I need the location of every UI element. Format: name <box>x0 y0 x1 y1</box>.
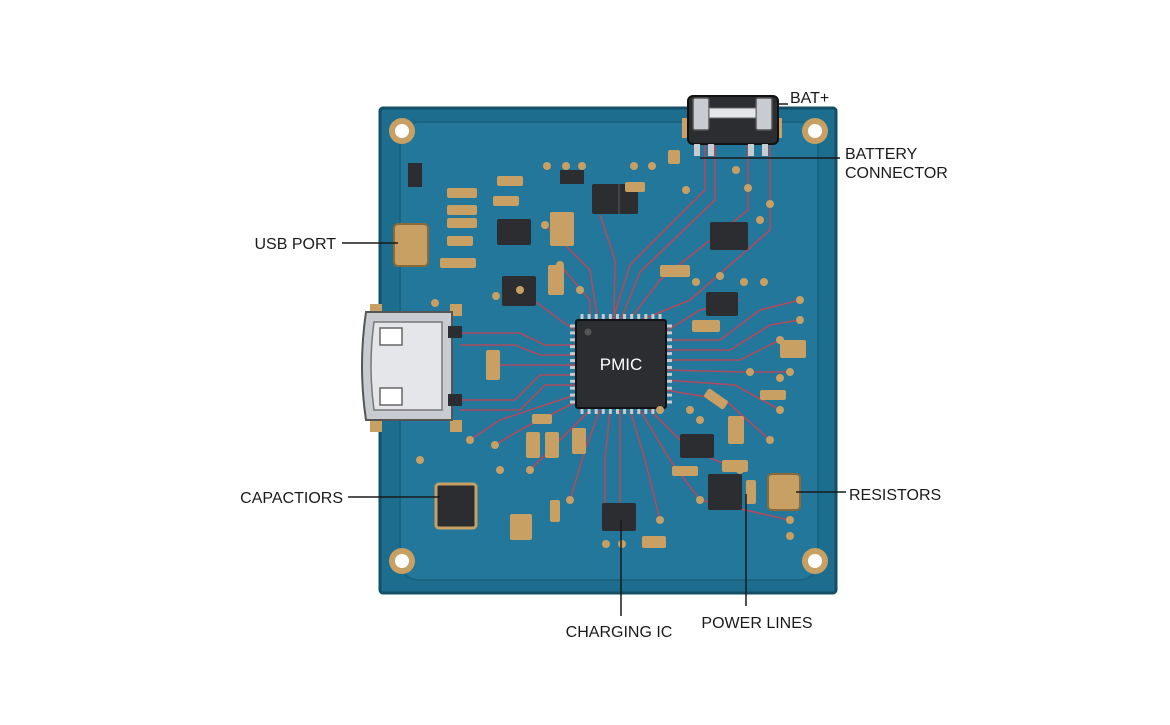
mounting-hole-top-right <box>802 118 828 144</box>
ic-top-left <box>497 219 531 245</box>
usb-connector <box>361 304 462 432</box>
ic-right-top <box>710 222 748 250</box>
callout-leaders <box>342 103 846 616</box>
label-charging-ic: CHARGING IC <box>566 624 673 641</box>
pmic-pin <box>666 365 672 369</box>
battery-connector <box>682 95 782 156</box>
pmic-pin <box>594 408 598 414</box>
pmic-pin <box>570 338 576 342</box>
pmic-label: PMIC <box>600 355 643 374</box>
pmic-pin <box>570 345 576 349</box>
pmic-pin <box>666 386 672 390</box>
pmic-pin <box>644 408 648 414</box>
components <box>393 150 806 548</box>
usb-port-part <box>393 223 429 267</box>
pmic-pin <box>666 372 672 376</box>
label-capacitors: CAPACTIORS <box>240 490 343 507</box>
ic-bottom-left <box>434 482 478 530</box>
pmic-pin <box>601 408 605 414</box>
mounting-hole-top-left <box>389 118 415 144</box>
pmic-pin <box>666 331 672 335</box>
pmic-pin <box>666 400 672 404</box>
pmic-pin <box>570 400 576 404</box>
pmic-pin <box>570 359 576 363</box>
pmic-pin <box>615 408 619 414</box>
pmic-pin <box>601 314 605 320</box>
pmic-pin <box>608 314 612 320</box>
pmic-pin <box>570 393 576 397</box>
pmic-pin <box>570 379 576 383</box>
pmic-pin <box>570 352 576 356</box>
pmic-pin <box>615 314 619 320</box>
label-battery-connector-line1: BATTERY <box>845 146 918 163</box>
pmic-pin <box>587 408 591 414</box>
pmic-pin <box>623 408 627 414</box>
mounting-hole-bottom-right <box>802 548 828 574</box>
pmic-pin <box>570 324 576 328</box>
pmic-pin <box>580 408 584 414</box>
ic-right-lower <box>680 434 714 458</box>
pmic-pin <box>570 386 576 390</box>
callout-labels: BAT+ BATTERY CONNECTOR USB PORT CAPACTIO… <box>240 90 948 641</box>
pmic-pin <box>666 352 672 356</box>
label-usb-port: USB PORT <box>255 236 337 253</box>
label-battery-connector-line2: CONNECTOR <box>845 165 948 182</box>
pmic-pin <box>666 359 672 363</box>
label-bat-plus: BAT+ <box>790 90 829 107</box>
pmic-pin <box>570 331 576 335</box>
pmic-pin <box>651 314 655 320</box>
ic-right-mid <box>706 292 738 316</box>
resistor-part <box>767 473 801 511</box>
pmic-pin <box>587 314 591 320</box>
pmic-pin <box>637 408 641 414</box>
pmic-pin <box>666 324 672 328</box>
pmic-pin <box>666 345 672 349</box>
pmic-pin <box>666 338 672 342</box>
pmic-pin <box>630 314 634 320</box>
label-resistors: RESISTORS <box>849 487 941 504</box>
pmic-pin <box>666 379 672 383</box>
pmic-pin <box>651 408 655 414</box>
pmic-pin <box>570 372 576 376</box>
ic-bottom-right <box>708 474 742 510</box>
pmic-chip: PMIC <box>570 314 672 414</box>
pmic-pin <box>658 314 662 320</box>
pmic-pin <box>637 314 641 320</box>
ic-small-left <box>408 163 422 187</box>
pmic-pin <box>623 314 627 320</box>
pmic-pin <box>608 408 612 414</box>
pmic-pin <box>666 393 672 397</box>
pmic-pin <box>644 314 648 320</box>
ic-small-top <box>560 170 584 184</box>
pmic-pin <box>570 365 576 369</box>
mounting-hole-bottom-left <box>389 548 415 574</box>
charging-ic <box>602 503 636 531</box>
pmic-pin <box>630 408 634 414</box>
pmic-pin <box>594 314 598 320</box>
pmic-pin <box>580 314 584 320</box>
label-power-lines: POWER LINES <box>701 615 812 632</box>
